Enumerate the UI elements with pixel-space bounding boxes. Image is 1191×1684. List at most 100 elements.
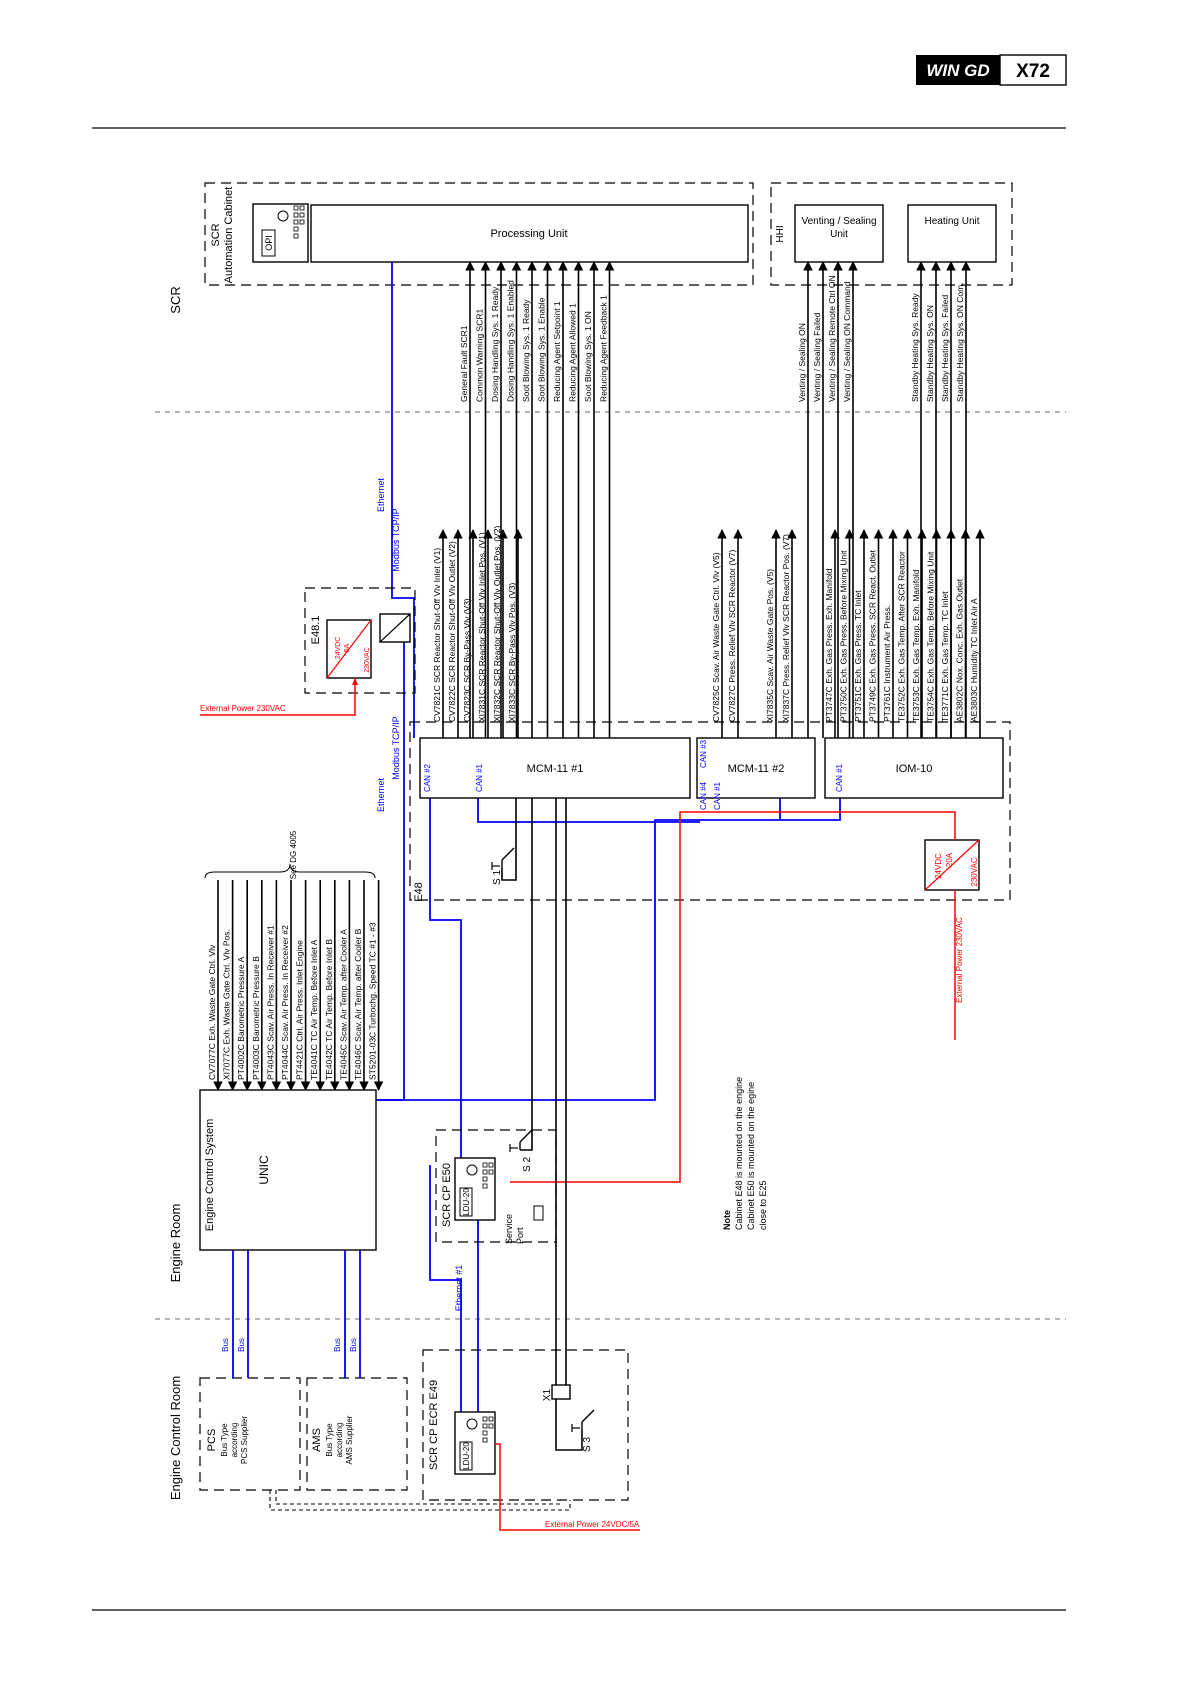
iom-signal-label: PT3749C Exh. Gas Press. SCR React. Outle… [868, 549, 878, 722]
heating-unit-box [907, 204, 997, 263]
mcm2-can1-label: CAN #1 [713, 781, 722, 810]
scr-cabinet-title: SCR [210, 223, 222, 246]
e50-ldu-screen [459, 1187, 473, 1217]
modbus-label-upper: Modbus TCP/IP [391, 508, 401, 571]
ecs-see-ref: See DG 4005 [289, 830, 298, 879]
can-bus-line [477, 798, 700, 823]
iom-signal-label: TE3752C Exh. Gas Temp. After SCR Reactor [897, 551, 907, 722]
ams-bus2-label: Bus [349, 1338, 358, 1352]
mcm2-box [696, 737, 816, 799]
note-line3: close to E25 [758, 1180, 768, 1230]
x1-terminal [551, 1384, 571, 1400]
mcm2-signal-label: XI7835C Scav. Air Waste Gate Pos. (V5) [765, 569, 775, 722]
e50-ldu-label: LDU-20 [462, 1188, 471, 1216]
e48-1-label: E48.1 [310, 616, 322, 645]
ecs-signal-label: PT4003C Barometric Pressure B [251, 956, 261, 1080]
venting-signal-label: Venting / Sealing ON Command [842, 281, 852, 402]
pcs-desc2: according [230, 1423, 239, 1458]
e48-external-power-label: External Power 230VAC [200, 704, 286, 713]
pcs-ams-link [269, 1490, 571, 1511]
document-code: X72 [1016, 61, 1050, 82]
ethernet-mcm-to-e50 [429, 798, 462, 1158]
e48-psu-current: 5A [344, 643, 351, 652]
processing-signal-label: Soot Blowing Sys. 1 Ready [521, 299, 531, 402]
processing-signal-label: Common Warning SCR1 [475, 309, 485, 402]
mcm2-signal-label: CV7827C Press. Relief Vlv SCR Reactor (V… [727, 549, 737, 722]
mcm2-can4-label: CAN #4 [699, 781, 708, 810]
ams-bus-lines [344, 1250, 361, 1378]
e50-service-port-label: Service Port [504, 1213, 525, 1244]
opi-screen [261, 229, 276, 257]
pcs-border [199, 1377, 301, 1491]
header: WIN GD X72 [92, 54, 1067, 129]
iom-psu-in: 230VAC [970, 857, 979, 886]
iom-psu-current: 20A [945, 852, 954, 867]
iom-signal-label: TE3771C Exh. Gas Temp. TC Inlet [940, 591, 950, 722]
venting-signal-label: Venting / Sealing ON [797, 323, 807, 402]
ams-bus1-label: Bus [333, 1338, 342, 1352]
pcs-title: PCS [206, 1429, 218, 1452]
e50-knob-icon [466, 1164, 478, 1176]
iom-signal-label: PT3747C Exh. Gas Press. Exh. Manifold [824, 568, 834, 722]
processing-signal-label: Reducing Agent Feedback 1 [599, 295, 609, 402]
e48-1-border [304, 587, 416, 694]
mcm2-signals: CV7825C Scav. Air Waste Gate Ctrl. Vlv (… [711, 529, 797, 738]
heating-unit-label: Heating Unit [924, 216, 980, 227]
e49-keypad-icon [482, 1416, 494, 1443]
iom-signal-label: TE3753C Exh. Gas Temp. Exh. Manifold [911, 569, 921, 722]
zone-label-engine-control-room: Engine Control Room [168, 1376, 183, 1500]
ecs-signal-label: PT4044C Scav. Air Press. In Receiver #2 [280, 925, 290, 1080]
e48-psu-out: 24VDC [335, 637, 342, 660]
ecs-brace [204, 863, 376, 879]
io-modules: MCM-11 #1 MCM-11 #2 IOM-10 CAN #2 CAN #1… [419, 737, 1004, 1183]
ams-desc3: AMS Supplier [345, 1415, 354, 1464]
processing-signal-label: Dosing Handling Sys. 1 Enabled [506, 280, 516, 402]
iom-external-power-label: External Power 230VAC [955, 917, 964, 1003]
mcm1-signal-label: XI7833C SCR By-Pass Vlv Pos. (V3) [507, 582, 517, 722]
e49-knob-icon [466, 1418, 478, 1430]
s3-switch-icon [571, 1409, 595, 1432]
e48-label: E48 [413, 882, 425, 902]
s3-label: S 3 [582, 1437, 593, 1452]
opi-label: OPI [264, 235, 274, 251]
mcm1-signal-label: XI7832C SCR Reactor Shut-Off Vlv Outlet … [492, 525, 502, 722]
iom-signal-label: PT3751C Exh. Gas Press. TC Inlet [853, 590, 863, 722]
s1-wire [501, 798, 517, 881]
e48-cabinet: E48 E48.1 24VDC 5A 230VAC External Power… [200, 587, 1011, 902]
ams-border [306, 1377, 408, 1491]
unic-box [199, 1089, 377, 1251]
iom-signals: PT3747C Exh. Gas Press. Exh. Manifold PT3… [824, 529, 985, 738]
hhi-cabinet: HHI Venting / Sealing Unit Heating Unit [770, 182, 1013, 286]
heating-signal-label: Standby Heating Sys. ON Com. [955, 282, 965, 402]
ams-desc1: Bus Type [325, 1423, 334, 1457]
mcm1-can1-label: CAN #1 [475, 763, 484, 792]
zone-separators: SCR Engine Room Engine Control Room [155, 286, 1066, 1500]
ecs-signal-label: TE4041C TC Air Temp. Before Inlet A [309, 939, 319, 1080]
opi-keypad-icon [293, 205, 305, 239]
iom-signal-label: TE3754C Exh. Gas Temp. Before Mixing Uni… [926, 551, 936, 722]
iom-psu-out: 24VDC [934, 853, 943, 879]
note-line2: Cabinet E50 is mounted on the egine [746, 1082, 756, 1230]
e48-external-power-line [200, 678, 356, 716]
ecs-signal-label: TE4045C Scav. Air Temp. after Cooler A [338, 929, 348, 1080]
iom-can1-label: CAN #1 [835, 763, 844, 792]
mcm2-signal-label: CV7825C Scav. Air Waste Gate Ctrl. Vlv (… [711, 552, 721, 722]
s2-label: S 2 [522, 1157, 533, 1172]
brand-logo [916, 55, 1000, 85]
pcs-ams: PCS Bus Type according PCS Supplier AMS … [199, 1250, 571, 1511]
pcs-desc3: PCS Supplier [240, 1416, 249, 1464]
pcs-bus1-label: Bus [221, 1338, 230, 1352]
pcs-bus2-label: Bus [237, 1338, 246, 1352]
e48-border [409, 721, 1011, 901]
venting-unit-label: Venting / Sealing Unit [801, 216, 877, 240]
ethernet-1-label: Ethernet #1 [454, 1265, 464, 1312]
iom-psu-diagonal [924, 839, 980, 891]
ecs-signal-label: PT4421C Ctrl. Air Press. Inlet Engine [295, 940, 305, 1080]
note-line1: Cabinet E48 is mounted on the engine [734, 1077, 744, 1230]
ethernet-processing-to-switch [391, 262, 415, 738]
venting-signal-label: Venting / Sealing Failed [812, 312, 822, 402]
ecs-signal-label: PT4002C Barometric Pressure A [236, 956, 246, 1080]
scr-cabinet-subtitle: Automation Cabinet [223, 187, 235, 284]
